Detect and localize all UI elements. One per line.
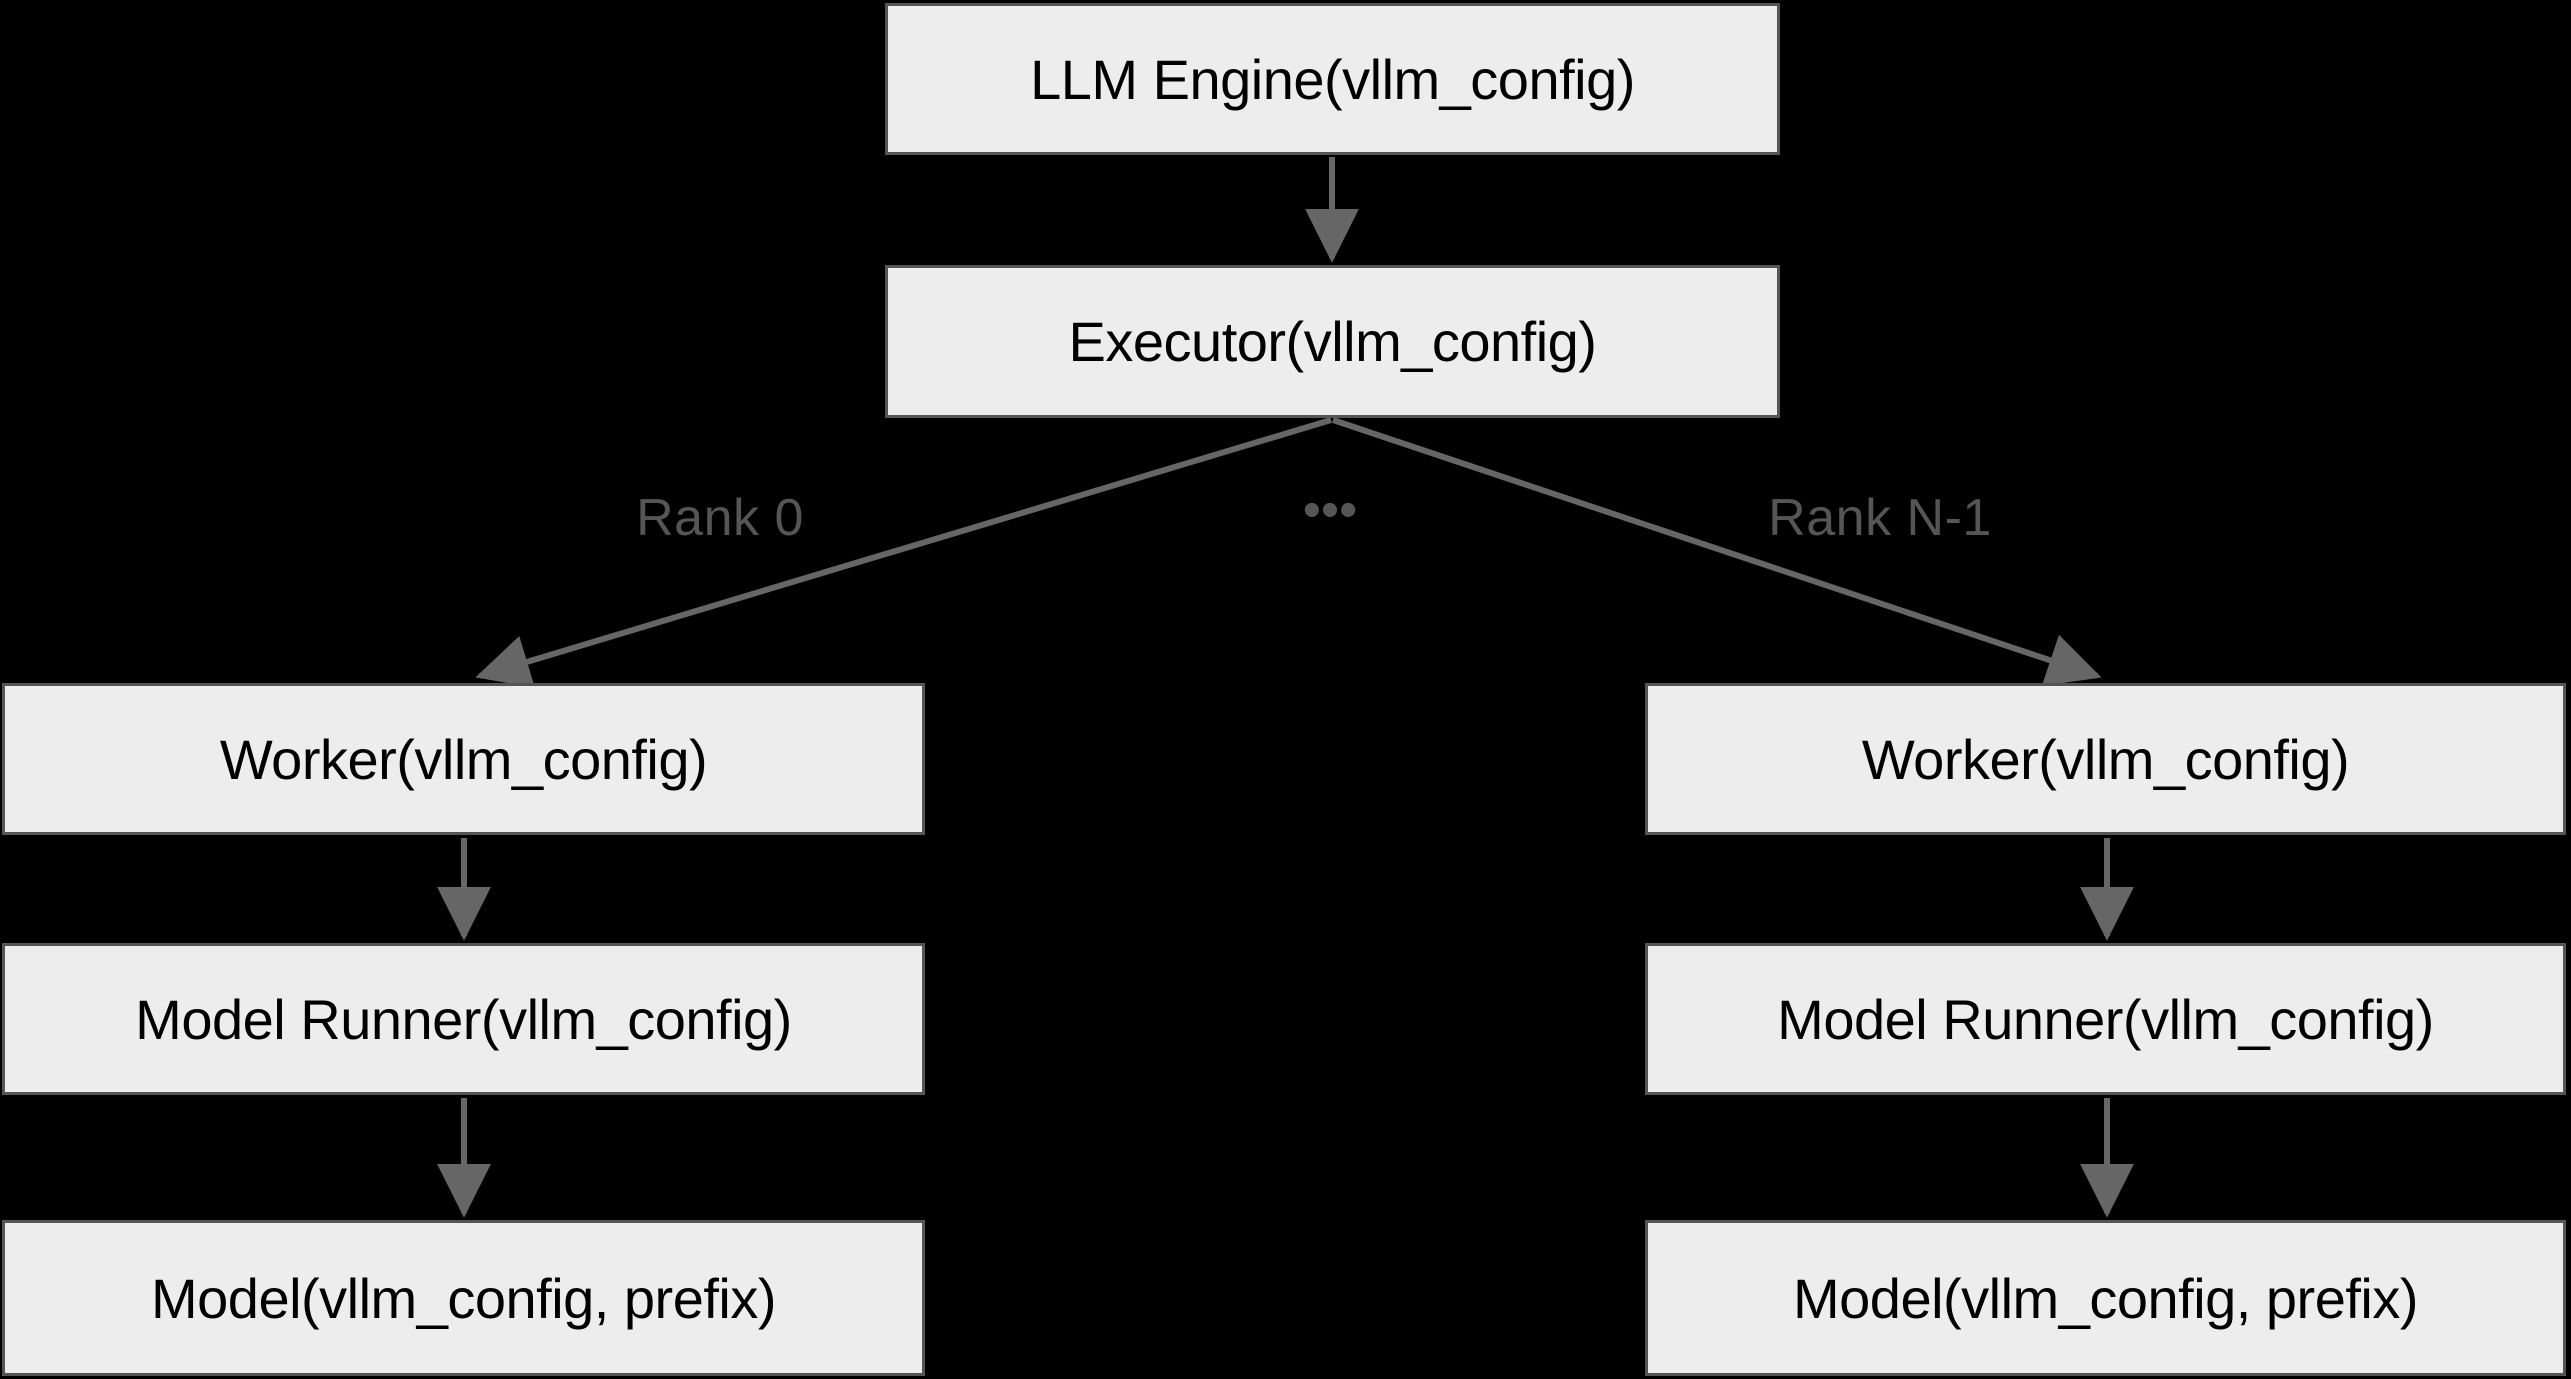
edge-executor-to-worker-rankn <box>1332 417 2102 686</box>
edge-label-ellipsis: ••• <box>1302 481 1358 539</box>
node-llm-engine[interactable]: LLM Engine(vllm_config) <box>885 3 1780 155</box>
node-model-rankn[interactable]: Model(vllm_config, prefix) <box>1645 1220 2566 1376</box>
node-worker-rankn[interactable]: Worker(vllm_config) <box>1645 683 2566 835</box>
node-executor[interactable]: Executor(vllm_config) <box>885 265 1780 418</box>
edge-label-rank-n-minus-1: Rank N-1 <box>1768 489 1992 547</box>
node-model-runner-rankn[interactable]: Model Runner(vllm_config) <box>1645 943 2566 1095</box>
node-model-rank0[interactable]: Model(vllm_config, prefix) <box>2 1220 925 1376</box>
edge-executor-to-worker-rank0 <box>475 417 1332 688</box>
node-worker-rank0[interactable]: Worker(vllm_config) <box>2 683 925 835</box>
edge-label-rank-0: Rank 0 <box>636 489 804 547</box>
node-model-runner-rank0[interactable]: Model Runner(vllm_config) <box>2 943 925 1095</box>
